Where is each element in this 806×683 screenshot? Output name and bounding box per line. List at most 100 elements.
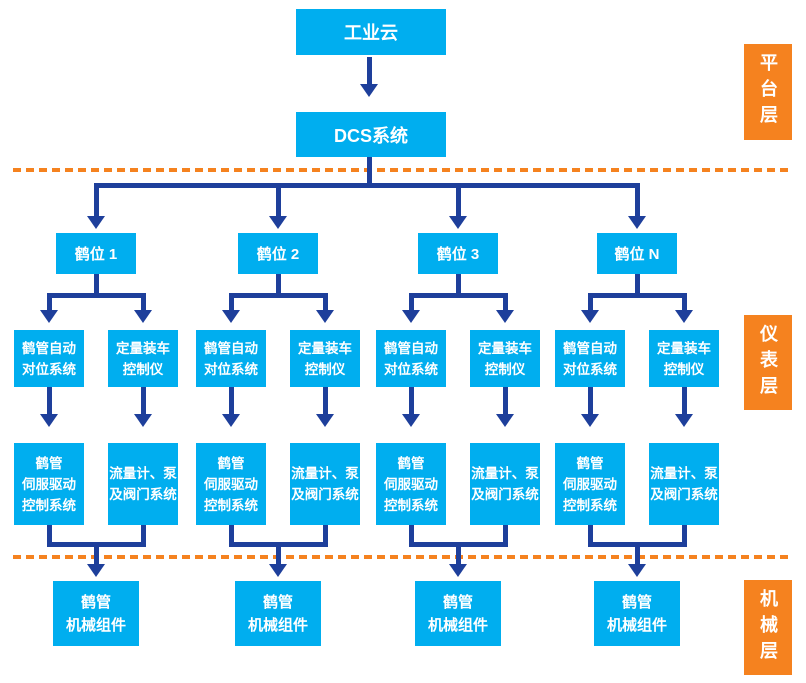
connector-line (366, 157, 372, 188)
connector-line (93, 188, 99, 216)
connector-line (408, 525, 414, 547)
connector-line (681, 525, 687, 547)
connector-line (502, 525, 508, 547)
station-group-3: 鹤位 3 鹤管自动 对位系统 定量装车 控制仪 鹤管 伺服驱动 控制系统 流量计… (376, 0, 540, 683)
arrow-down-icon (402, 414, 420, 427)
arrow-down-icon (40, 414, 58, 427)
arrow-down-icon (675, 414, 693, 427)
connector-line (46, 525, 52, 547)
station-group-n: 鹤位 N 鹤管自动 对位系统 定量装车 控制仪 鹤管 伺服驱动 控制系统 流量计… (555, 0, 719, 683)
splitter-line (228, 293, 328, 298)
connector-line (322, 293, 328, 310)
station-node: 鹤位 N (597, 233, 677, 274)
connector-line (140, 525, 146, 547)
connector-line (366, 57, 372, 84)
arrow-down-icon (134, 414, 152, 427)
station-group-1: 鹤位 1 鹤管自动 对位系统 定量装车 控制仪 鹤管 伺服驱动 控制系统 流量计… (14, 0, 178, 683)
loading-controller-node: 定量装车 控制仪 (649, 330, 719, 387)
loading-controller-node: 定量装车 控制仪 (108, 330, 178, 387)
connector-line (455, 274, 461, 295)
mechanical-assembly-node: 鹤管 机械组件 (594, 581, 680, 646)
arrow-down-icon (316, 414, 334, 427)
arrow-down-icon (40, 310, 58, 323)
mechanical-assembly-node: 鹤管 机械组件 (53, 581, 139, 646)
connector-line (228, 293, 234, 310)
arrow-down-icon (134, 310, 152, 323)
station-group-2: 鹤位 2 鹤管自动 对位系统 定量装车 控制仪 鹤管 伺服驱动 控制系统 流量计… (196, 0, 360, 683)
merge-line (587, 542, 687, 547)
station-node: 鹤位 2 (238, 233, 318, 274)
connector-line (634, 547, 640, 564)
servo-drive-node: 鹤管 伺服驱动 控制系统 (555, 443, 625, 525)
connector-line (587, 387, 593, 414)
connector-line (502, 387, 508, 414)
connector-line (93, 547, 99, 564)
pipe-align-node: 鹤管自动 对位系统 (14, 330, 84, 387)
connector-line (634, 188, 640, 216)
mechanical-assembly-node: 鹤管 机械组件 (415, 581, 501, 646)
station-node: 鹤位 3 (418, 233, 498, 274)
arrow-down-icon (675, 310, 693, 323)
connector-line (408, 387, 414, 414)
connector-line (46, 387, 52, 414)
connector-line (408, 293, 414, 310)
connector-line (228, 525, 234, 547)
station-node: 鹤位 1 (56, 233, 136, 274)
mechanical-assembly-node: 鹤管 机械组件 (235, 581, 321, 646)
connector-line (455, 547, 461, 564)
arrow-down-icon (269, 216, 287, 229)
arrow-down-icon (87, 564, 105, 577)
servo-drive-node: 鹤管 伺服驱动 控制系统 (14, 443, 84, 525)
connector-line (140, 387, 146, 414)
flow-valve-node: 流量计、泵 及阀门系统 (470, 443, 540, 525)
connector-line (322, 387, 328, 414)
connector-line (681, 293, 687, 310)
connector-line (275, 274, 281, 295)
arrow-down-icon (316, 310, 334, 323)
connector-line (228, 387, 234, 414)
connector-line (634, 274, 640, 295)
connector-line (587, 525, 593, 547)
industrial-cloud-node: 工业云 (296, 9, 446, 55)
connector-line (46, 293, 52, 310)
platform-layer-label: 平台层 (744, 44, 792, 140)
flow-valve-node: 流量计、泵 及阀门系统 (290, 443, 360, 525)
flow-valve-node: 流量计、泵 及阀门系统 (649, 443, 719, 525)
merge-line (46, 542, 146, 547)
splitter-line (408, 293, 508, 298)
arrow-down-icon (87, 216, 105, 229)
connector-line (502, 293, 508, 310)
connector-line (275, 188, 281, 216)
connector-line (455, 188, 461, 216)
arrow-down-icon (496, 310, 514, 323)
arrow-down-icon (449, 216, 467, 229)
arrow-down-icon (628, 216, 646, 229)
connector-line (681, 387, 687, 414)
arrow-down-icon (402, 310, 420, 323)
machinery-layer-label: 机械层 (744, 580, 792, 675)
connector-line (275, 547, 281, 564)
arrow-down-icon (581, 414, 599, 427)
servo-drive-node: 鹤管 伺服驱动 控制系统 (196, 443, 266, 525)
distribution-bus-line (93, 183, 640, 188)
loading-controller-node: 定量装车 控制仪 (290, 330, 360, 387)
servo-drive-node: 鹤管 伺服驱动 控制系统 (376, 443, 446, 525)
dcs-system-node: DCS系统 (296, 112, 446, 157)
arrow-down-icon (628, 564, 646, 577)
arrow-down-icon (581, 310, 599, 323)
connector-line (322, 525, 328, 547)
loading-controller-node: 定量装车 控制仪 (470, 330, 540, 387)
arrow-down-icon (269, 564, 287, 577)
arrow-down-icon (360, 84, 378, 97)
merge-line (408, 542, 508, 547)
arrow-down-icon (222, 310, 240, 323)
instrument-layer-divider (13, 555, 790, 559)
instrument-layer-label: 仪表层 (744, 315, 792, 410)
arrow-down-icon (222, 414, 240, 427)
pipe-align-node: 鹤管自动 对位系统 (376, 330, 446, 387)
pipe-align-node: 鹤管自动 对位系统 (555, 330, 625, 387)
platform-layer-divider (13, 168, 790, 172)
arrow-down-icon (496, 414, 514, 427)
merge-line (228, 542, 328, 547)
